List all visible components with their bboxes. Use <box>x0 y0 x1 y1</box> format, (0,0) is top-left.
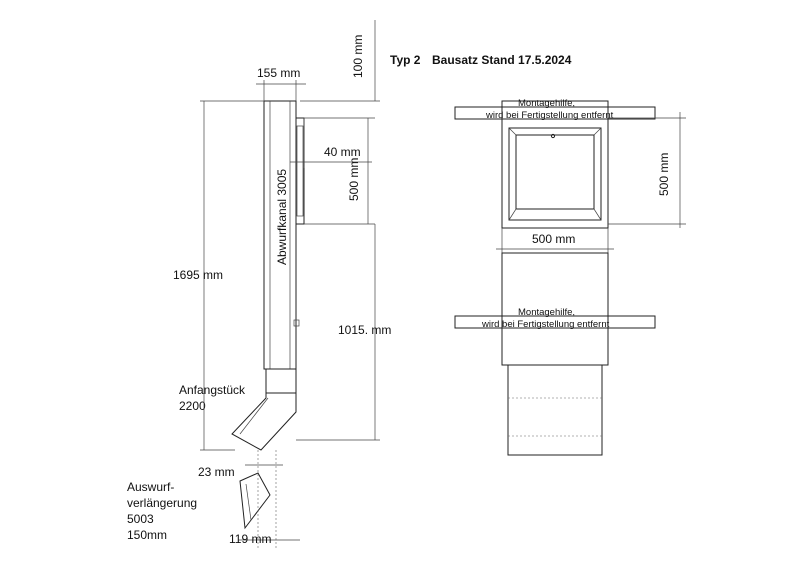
dim-40: 40 mm <box>324 145 361 159</box>
mount-aid-bottom-2: wird bei Fertigstellung entfernt <box>481 319 610 330</box>
start-piece <box>265 368 297 394</box>
side-dimensions: 100 mm 155 mm 1695 mm 40 mm 500 mm 1015.… <box>173 20 391 546</box>
extension-label-3: 5003 <box>127 512 154 526</box>
mailbox-housing <box>501 100 609 229</box>
title-kit: Bausatz Stand 17.5.2024 <box>432 53 572 67</box>
front-view: Montagehilfe, wird bei Fertigstellung en… <box>454 98 686 456</box>
dim-155: 155 mm <box>257 66 300 80</box>
extension-label-2: verlängerung <box>127 496 197 510</box>
side-view: Abwurfkanal 3005 Anfangstück 2200 Auswur… <box>127 100 305 548</box>
chute-label: Abwurfkanal 3005 <box>275 169 289 265</box>
dim-100: 100 mm <box>351 35 365 78</box>
dim-23: 23 mm <box>198 465 235 479</box>
base-foot <box>507 364 603 456</box>
mount-aid-top-2: wird bei Fertigstellung entfernt <box>485 110 614 121</box>
mount-aid-bottom <box>454 315 656 329</box>
dim-500-side: 500 mm <box>347 158 361 201</box>
extension-piece <box>239 472 271 530</box>
door-lock <box>550 133 556 139</box>
mount-aid-top-1: Montagehilfe, <box>518 98 575 109</box>
door-frame-side <box>295 117 305 225</box>
start-piece-label-1: Anfangstück <box>179 383 246 397</box>
extension-label-1: Auswurf- <box>127 480 174 494</box>
mount-aid-top <box>454 106 656 120</box>
title-type: Typ 2 <box>390 53 421 67</box>
dim-500-front-v: 500 mm <box>657 153 671 196</box>
dim-500-front-h: 500 mm <box>532 232 575 246</box>
dim-1695: 1695 mm <box>173 268 223 282</box>
dim-119: 119 mm <box>229 532 271 546</box>
start-piece-label-2: 2200 <box>179 399 206 413</box>
extension-label-4: 150mm <box>127 528 167 542</box>
mount-aid-bottom-1: Montagehilfe, <box>518 307 575 318</box>
dim-1015: 1015. mm <box>338 323 391 337</box>
